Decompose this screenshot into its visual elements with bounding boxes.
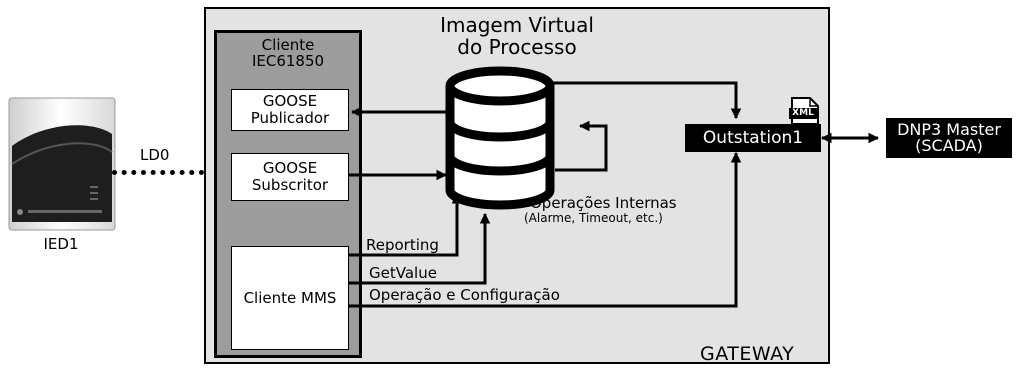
arrow-reporting [349, 192, 463, 257]
arrow-getvalue [349, 212, 491, 285]
getvalue-label: GetValue [369, 264, 437, 282]
ld0-label: LD0 [140, 146, 170, 164]
mms-client-box: Cliente MMS [231, 246, 349, 350]
xml-file-icon [789, 97, 819, 125]
arrow-db-to-outstation [553, 81, 742, 120]
process-image-title: Imagem Virtual do Processo [440, 13, 594, 59]
dnp3-master-box: DNP3 Master (SCADA) [886, 118, 1012, 158]
arrow-operation [349, 151, 742, 308]
internal-ops-subtitle: (Alarme, Timeout, etc.) [524, 211, 663, 225]
ied-label: IED1 [43, 235, 79, 253]
xml-icon-label: XML [792, 108, 814, 118]
arrow-internal-loop [555, 120, 608, 172]
goose-subscriber-box: GOOSE Subscritor [231, 153, 349, 201]
ld0-link-line [112, 170, 204, 175]
goose-publisher-box: GOOSE Publicador [231, 89, 349, 131]
client-title: Cliente IEC61850 [251, 36, 325, 70]
ied-device-image [8, 97, 116, 231]
internal-ops-title: Operações Internas [530, 194, 677, 212]
operation-config-label: Operação e Configuração [369, 286, 560, 304]
outstation-box: Outstation1 [685, 124, 821, 152]
database-icon [445, 66, 555, 210]
gateway-label: GATEWAY [700, 343, 795, 365]
reporting-label: Reporting [366, 236, 439, 254]
